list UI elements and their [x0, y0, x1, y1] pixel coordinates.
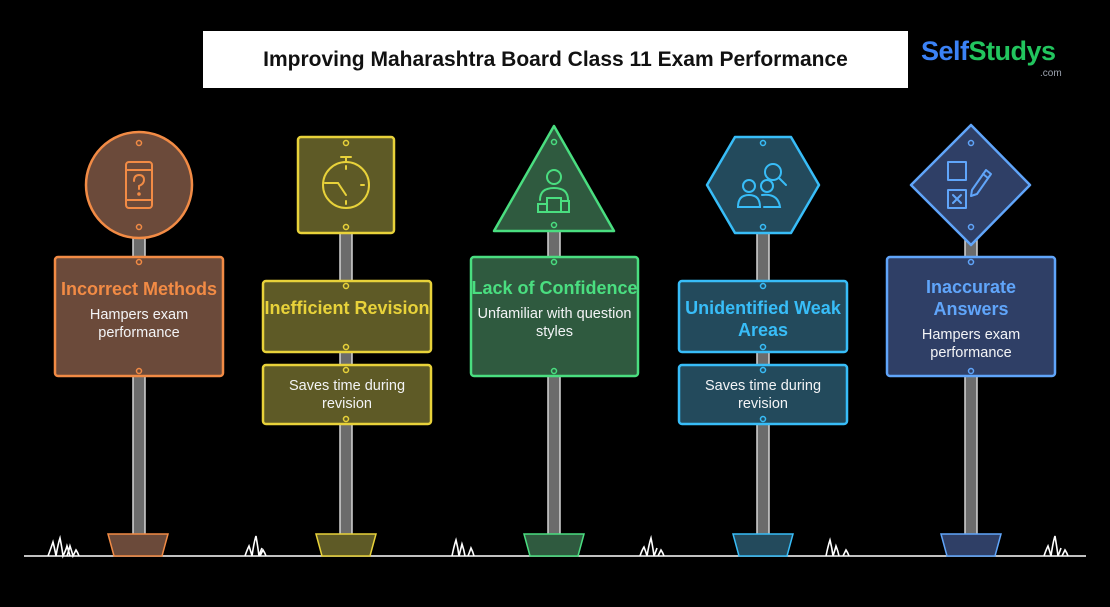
sign-head — [492, 124, 616, 233]
description-board — [261, 363, 433, 426]
sign-heading: Unidentified Weak Areas — [685, 298, 841, 340]
sign-description: Saves time during revision — [288, 378, 406, 412]
page-title: Improving Maharashtra Board Class 11 Exa… — [263, 47, 848, 71]
sign-heading: Lack of Confidence — [471, 278, 638, 298]
signpost-unidentified-weak-areas — [677, 135, 849, 557]
sign-description: Hampers exam performance — [921, 327, 1021, 361]
sign-label-lack-of-confidence: Lack of Confidence Unfamiliar with quest… — [471, 277, 638, 341]
sign-head — [296, 135, 396, 235]
pole-base — [940, 533, 1002, 557]
pole-base — [315, 533, 377, 557]
sign-heading: Inefficient Revision — [264, 298, 430, 318]
signpost-inefficient-revision — [261, 135, 433, 557]
label-board — [885, 255, 1057, 378]
title-banner: Improving Maharashtra Board Class 11 Exa… — [203, 31, 908, 88]
sign-heading: Incorrect Methods — [60, 279, 218, 299]
sign-heading: Inaccurate Answers — [925, 277, 1017, 319]
checklist-pencil-icon — [947, 161, 992, 209]
phone-question-icon — [125, 161, 153, 209]
pole-base — [107, 533, 169, 557]
clock-icon — [322, 156, 370, 209]
pole-base — [523, 533, 585, 557]
logo-suffix: .com — [1040, 68, 1062, 79]
sign-label-inefficient-revision: Inefficient Revision — [263, 297, 431, 319]
selfstudys-logo: SelfStudys — [921, 36, 1056, 66]
label-board — [677, 279, 849, 354]
sign-description: Hampers exam performance — [89, 307, 189, 341]
sign-head — [705, 135, 821, 235]
sign-description: Saves time during revision — [704, 378, 822, 412]
person-podium-icon — [537, 169, 570, 213]
description-board — [677, 363, 849, 426]
sign-description: Unfamiliar with question styles — [477, 306, 632, 340]
signpost-lack-of-confidence — [469, 124, 640, 557]
label-board — [261, 279, 433, 354]
sign-head — [909, 123, 1032, 247]
sign-label-unidentified-weak-areas: Unidentified Weak Areas — [679, 297, 847, 341]
users-search-icon — [736, 163, 787, 208]
pole-base — [732, 533, 794, 557]
signpost-incorrect-methods — [53, 130, 225, 557]
label-board — [469, 255, 640, 378]
signpost-inaccurate-answers — [885, 123, 1057, 557]
sign-label-incorrect-methods: Incorrect Methods Hampers exam performan… — [55, 278, 223, 342]
sign-label-inaccurate-answers: Inaccurate Answers Hampers exam performa… — [887, 276, 1055, 362]
label-board — [53, 255, 225, 378]
